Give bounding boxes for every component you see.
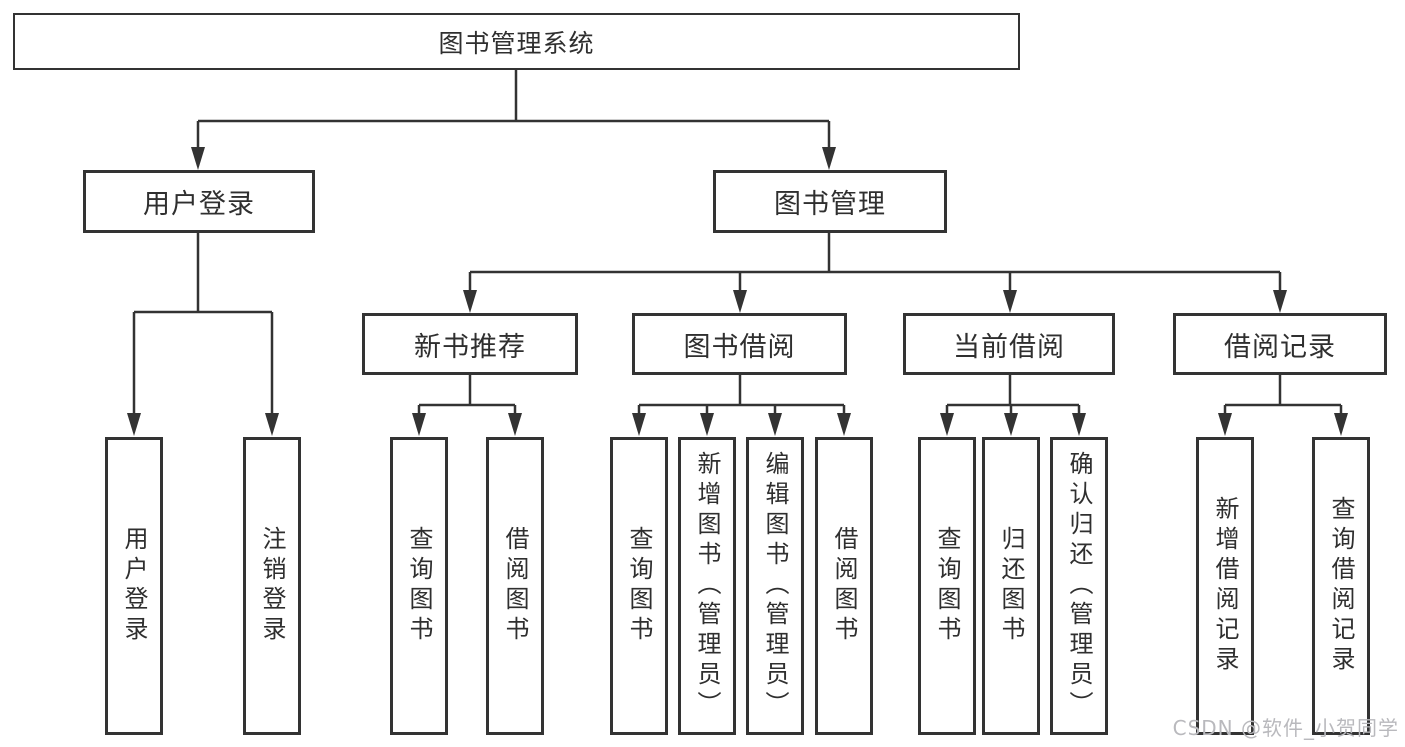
node-label: 图书管理 xyxy=(774,189,886,220)
node-label: 新增图书（管理员） xyxy=(693,451,721,721)
node-label: 查询图书 xyxy=(625,526,653,646)
leaf-query-books-current: 查询图书 xyxy=(918,437,976,735)
node-label: 新书推荐 xyxy=(414,331,526,363)
leaf-edit-books-admin: 编辑图书（管理员） xyxy=(746,437,804,735)
leaf-confirm-return-admin: 确认归还（管理员） xyxy=(1050,437,1108,735)
node-label: 借阅记录 xyxy=(1224,331,1336,363)
node-new-book-recommend: 新书推荐 xyxy=(362,313,578,375)
node-user-login: 用户登录 xyxy=(83,170,315,233)
node-label: 用户登录 xyxy=(143,189,255,220)
node-book-borrow: 图书借阅 xyxy=(632,313,847,375)
node-label: 图书借阅 xyxy=(683,331,796,363)
node-label: 新增借阅记录 xyxy=(1211,496,1239,676)
leaf-query-books-recommend: 查询图书 xyxy=(390,437,448,735)
watermark: CSDN @软件_小贺同学 xyxy=(1172,716,1399,740)
node-book-management: 图书管理 xyxy=(713,170,947,233)
node-label: 注销登录 xyxy=(258,526,286,646)
leaf-add-borrow-record: 新增借阅记录 xyxy=(1196,437,1254,735)
node-label: 确认归还（管理员） xyxy=(1065,451,1093,721)
leaf-add-books-admin: 新增图书（管理员） xyxy=(678,437,736,735)
node-label: 用户登录 xyxy=(120,526,148,646)
leaf-borrow-books: 借阅图书 xyxy=(815,437,873,735)
node-library-management-system: 图书管理系统 xyxy=(13,13,1020,70)
node-label: 查询借阅记录 xyxy=(1327,496,1355,676)
leaf-query-books-borrow: 查询图书 xyxy=(610,437,668,735)
leaf-user-login: 用户登录 xyxy=(105,437,163,735)
node-label: 查询图书 xyxy=(405,526,433,646)
node-label: 当前借阅 xyxy=(953,331,1065,363)
node-current-borrow: 当前借阅 xyxy=(903,313,1115,375)
leaf-return-books: 归还图书 xyxy=(982,437,1040,735)
node-label: 借阅图书 xyxy=(830,526,858,646)
leaf-borrow-books-recommend: 借阅图书 xyxy=(486,437,544,735)
node-label: 查询图书 xyxy=(933,526,961,646)
node-label: 编辑图书（管理员） xyxy=(761,451,789,721)
node-label: 图书管理系统 xyxy=(438,28,595,58)
node-label: 归还图书 xyxy=(997,526,1025,646)
node-borrow-records: 借阅记录 xyxy=(1173,313,1387,375)
node-label: 借阅图书 xyxy=(501,526,529,646)
leaf-logout-login: 注销登录 xyxy=(243,437,301,735)
leaf-query-borrow-record: 查询借阅记录 xyxy=(1312,437,1370,735)
